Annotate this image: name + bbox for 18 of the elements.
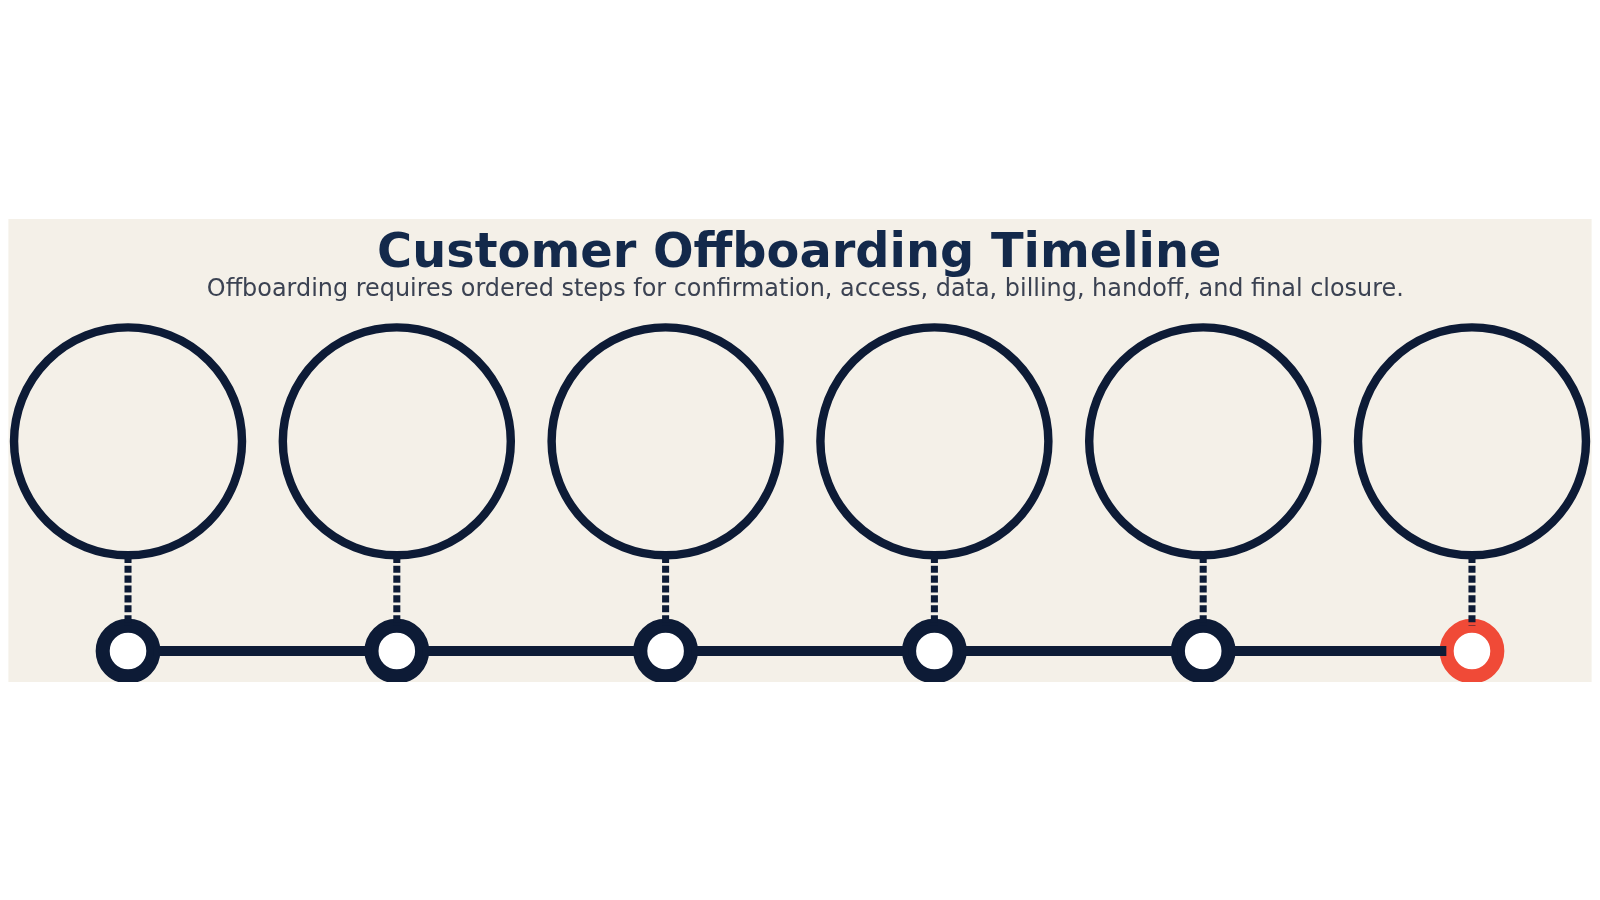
node-circle bbox=[1439, 618, 1505, 682]
node-circle bbox=[902, 618, 967, 682]
connector bbox=[124, 555, 132, 626]
node-circle bbox=[95, 618, 161, 682]
node-circle bbox=[633, 618, 698, 682]
node-circle bbox=[1170, 618, 1236, 682]
connector bbox=[662, 555, 670, 626]
node-circle bbox=[1085, 322, 1322, 560]
node-circle bbox=[816, 322, 1053, 560]
diagram-title: Customer Offboarding Timeline bbox=[377, 222, 1222, 278]
node-circle bbox=[9, 322, 247, 560]
node-circle bbox=[1353, 322, 1591, 560]
connector bbox=[1199, 555, 1207, 626]
connector bbox=[930, 555, 938, 626]
node-circle bbox=[364, 618, 430, 682]
node-circle bbox=[278, 322, 515, 560]
connector bbox=[393, 555, 401, 626]
node-circle bbox=[547, 322, 784, 560]
